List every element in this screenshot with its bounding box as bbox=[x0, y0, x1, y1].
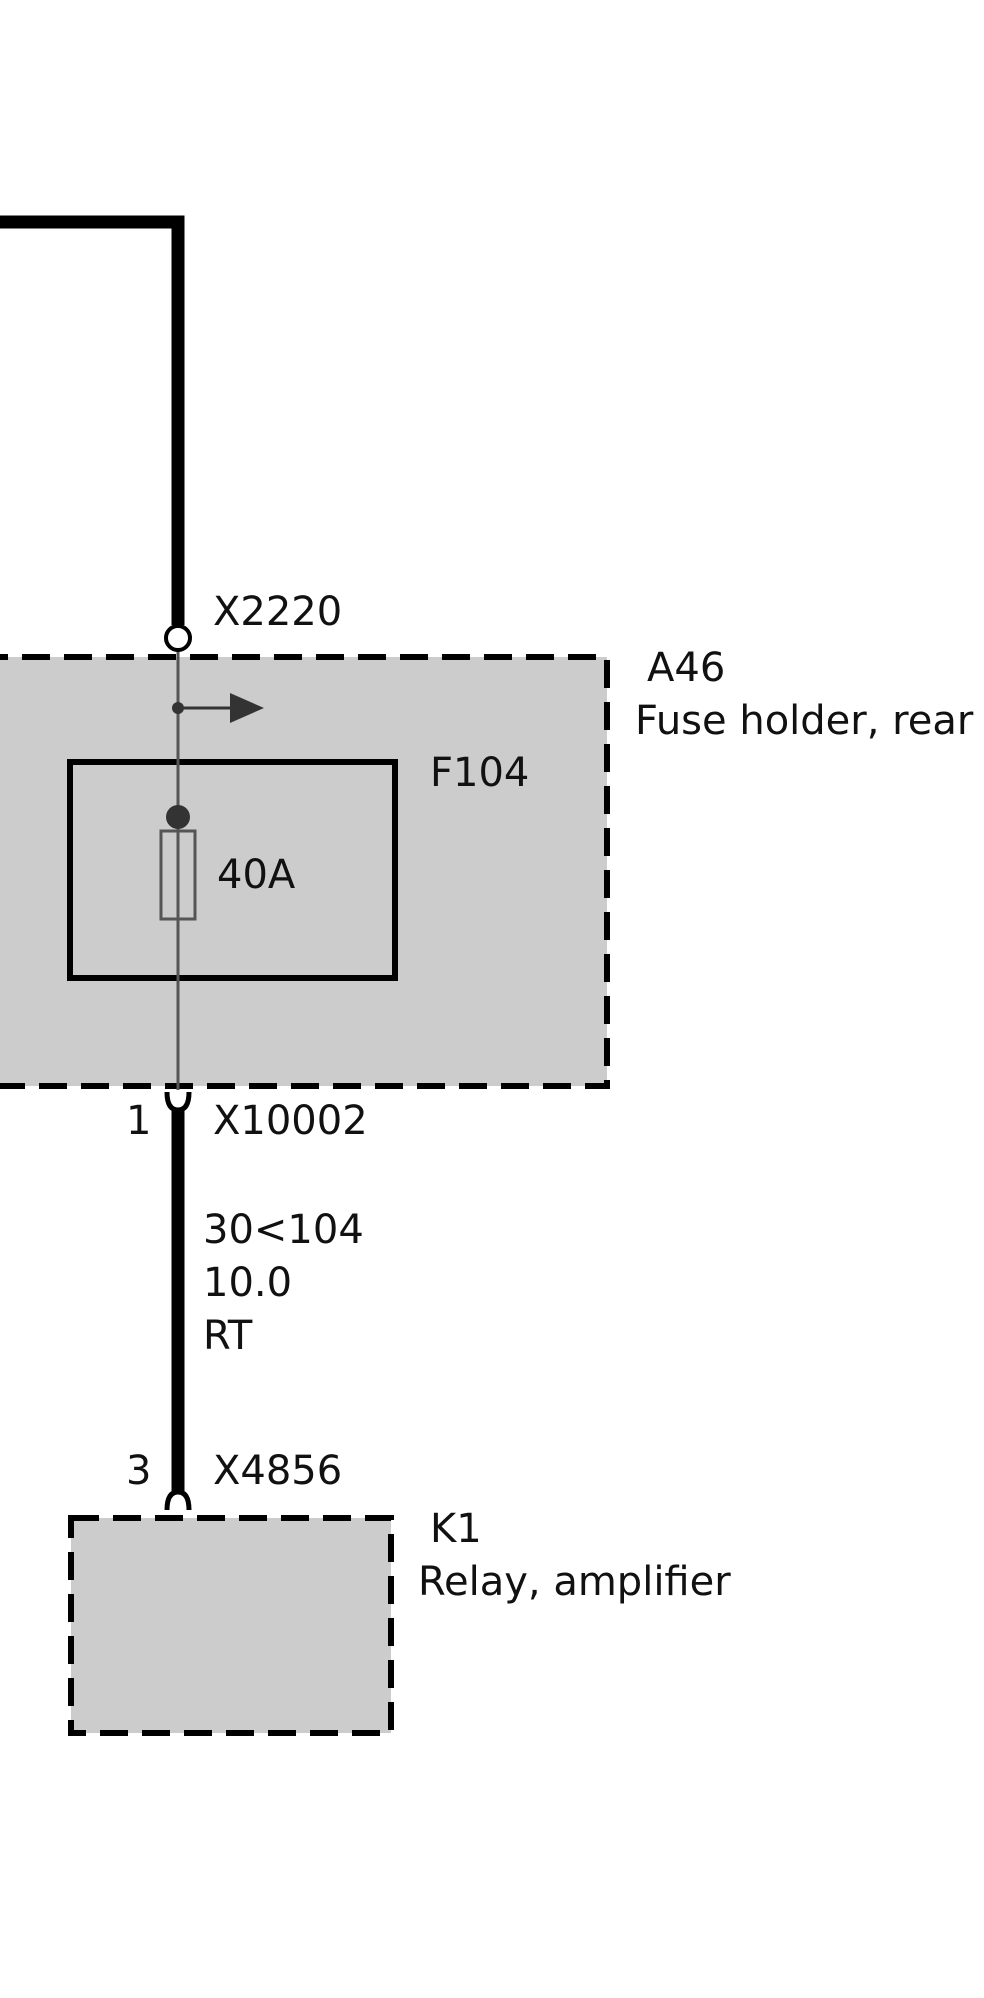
connector-x2220-label: X2220 bbox=[213, 589, 342, 635]
fuse-rating: 40A bbox=[217, 852, 296, 898]
wire-color-code: RT bbox=[203, 1313, 253, 1359]
connector-x4856-pin: 3 bbox=[126, 1448, 151, 1494]
connector-x10002-pin: 1 bbox=[126, 1098, 151, 1144]
fuse-holder-id: A46 bbox=[647, 645, 725, 691]
relay-name: Relay, amplifier bbox=[418, 1559, 731, 1605]
relay-id: K1 bbox=[430, 1506, 482, 1552]
connector-x4856-icon bbox=[164, 1489, 192, 1511]
fuse-holder-name: Fuse holder, rear bbox=[635, 698, 974, 744]
fuse-box[interactable] bbox=[67, 759, 398, 981]
wire-circuit: 30<104 bbox=[203, 1207, 364, 1253]
wire-cross-section: 10.0 bbox=[203, 1260, 292, 1306]
connector-x10002-icon bbox=[164, 1091, 192, 1113]
incoming-wire bbox=[0, 215, 185, 625]
fuse-id: F104 bbox=[430, 750, 529, 796]
relay-box[interactable] bbox=[68, 1515, 394, 1736]
open-terminal-icon[interactable] bbox=[164, 624, 192, 652]
fuse-icon bbox=[159, 805, 197, 921]
connector-x4856-label: X4856 bbox=[213, 1448, 342, 1494]
connector-x10002-label: X10002 bbox=[213, 1098, 368, 1144]
arrow-right-icon bbox=[172, 693, 264, 723]
